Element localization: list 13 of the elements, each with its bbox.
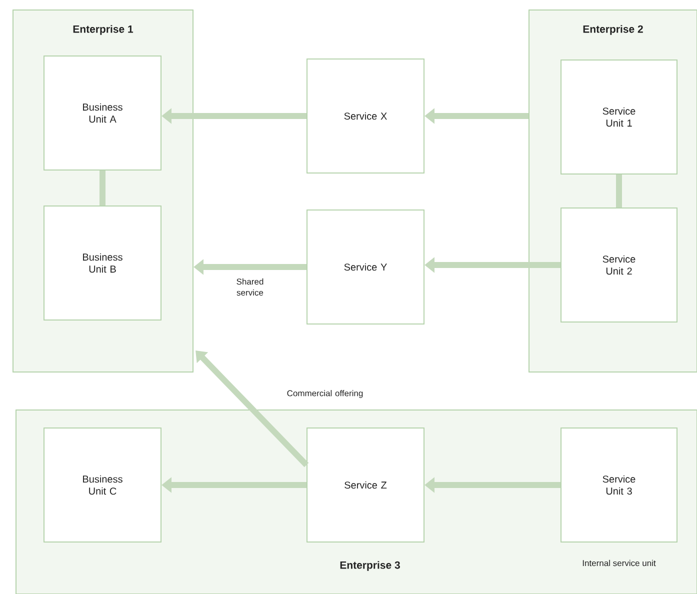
edge-label: Shared service bbox=[236, 278, 264, 296]
edge-label: Commercial offering bbox=[287, 390, 363, 398]
unit-box: Service X bbox=[306, 58, 424, 174]
unit-box: Service Y bbox=[306, 210, 424, 324]
unit-box: Business Unit B bbox=[44, 205, 162, 320]
unit-box: Service Unit 2 bbox=[560, 208, 678, 322]
unit-box: Service Unit 1 bbox=[560, 60, 678, 174]
node-label: Internal service unit bbox=[582, 560, 656, 566]
unit-box: Business Unit C bbox=[44, 427, 162, 542]
arrow bbox=[196, 350, 309, 468]
unit-box: Service Unit 3 bbox=[560, 427, 678, 542]
unit-box: Business Unit A bbox=[44, 56, 162, 170]
unit-box: Service Z bbox=[306, 427, 424, 542]
